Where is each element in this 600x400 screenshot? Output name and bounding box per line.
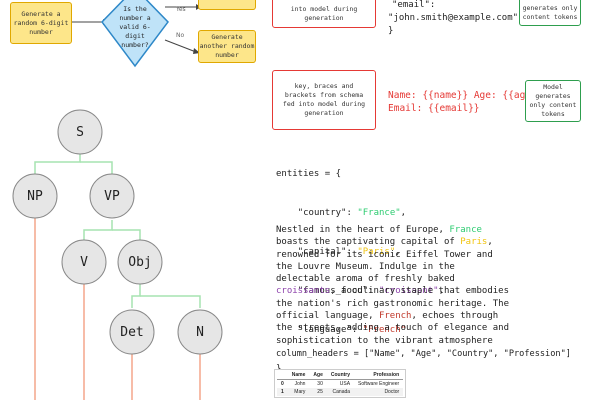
table-cell: 0 <box>281 381 284 387</box>
table-header: Country <box>326 371 355 380</box>
table-row: 0 John 30 USA Software Engineer <box>277 380 403 389</box>
tree-label-det: Det <box>120 325 143 340</box>
generated-paragraph: Nestled in the heart of Europe, France b… <box>276 224 512 347</box>
name-placeholder: {{name}} <box>422 90 469 101</box>
entity-key: "famous_food" <box>297 286 369 296</box>
tree-label-s: S <box>76 125 84 140</box>
json-line-1: "email": <box>392 0 436 10</box>
table-header-row: Name Age Country Profession <box>277 371 404 380</box>
entity-value: "France" <box>357 208 401 218</box>
template-green-box: Model generates only content tokens <box>525 80 581 122</box>
template-line-2: Email: {{email}} <box>388 102 480 115</box>
table-cell: 1 <box>277 388 288 396</box>
template-line-1: Name: {{name}} Age: {{age}} <box>388 89 542 102</box>
json-line-3: } <box>388 26 394 36</box>
flow-no-text: Generate another random number <box>199 33 255 59</box>
para-text-3: , renowned for its iconic Eiffel Tower a… <box>276 237 493 285</box>
entity-france: France <box>449 225 482 235</box>
entity-french: French <box>378 311 412 322</box>
entity-value: "French" <box>362 325 407 335</box>
template-green-text: Model generates only content tokens <box>529 83 577 118</box>
entity-key: "country" <box>297 208 347 218</box>
no-label: No <box>176 32 185 39</box>
tree-node-obj <box>117 239 163 285</box>
tree-node-vp <box>89 173 135 219</box>
name-label: Name: <box>388 90 423 101</box>
decision-diamond <box>101 0 169 68</box>
entity-value: "croissant" <box>378 286 439 296</box>
tree-node-n <box>177 309 223 355</box>
email-placeholder: {{email}} <box>428 103 480 114</box>
tree-label-np: NP <box>27 189 43 204</box>
email-label: Email: <box>388 103 429 114</box>
schema-green-box: generates only content tokens <box>519 0 581 26</box>
age-placeholder: {{age}} <box>502 90 543 101</box>
table-header: Profession <box>354 371 404 380</box>
entity-key: "language" <box>297 325 352 335</box>
tree-label-n: N <box>196 325 204 340</box>
schema-green-text: generates only content tokens <box>522 4 578 21</box>
tree-label-obj: Obj <box>128 255 151 270</box>
entity-croissants: croissants <box>276 286 331 297</box>
entity-row-country: "country": "France", <box>297 208 407 218</box>
schema-red-text: into model during generation <box>290 5 358 22</box>
tree-node-np <box>12 173 58 219</box>
column-headers-code: column_headers = ["Name", "Age", "Countr… <box>276 349 571 359</box>
para-text-4: , a culinary staple that embodies the na… <box>276 286 509 322</box>
schema-red-box: into model during generation <box>272 0 376 28</box>
para-text-5: , echoes through the streets, adding a t… <box>276 311 509 346</box>
tree-label-v: V <box>80 255 88 270</box>
tree-label-vp: VP <box>104 189 120 204</box>
table-cell: USA <box>339 381 351 387</box>
table-cell: 25 <box>309 388 327 396</box>
age-label: Age: <box>468 90 503 101</box>
table-header: Name <box>287 371 310 380</box>
table-cell: Doctor <box>354 388 404 396</box>
flowchart-connectors <box>72 0 201 68</box>
tree-node-v <box>61 239 107 285</box>
decision-text: Is the number a valid 6-digit number? <box>119 5 151 49</box>
entity-key: "capital" <box>297 247 347 257</box>
entities-open: entities = { <box>276 169 342 179</box>
entity-row-food: "famous_food": "croissant", <box>297 286 445 296</box>
flow-start-box: Generate a random 6-digit number <box>10 2 72 44</box>
table-cell: 30 <box>317 381 323 387</box>
para-text-2: boasts the captivating capital of <box>276 237 461 248</box>
tree-node-det <box>109 309 155 355</box>
table-cell: John <box>294 381 306 387</box>
tree-node-s <box>57 109 103 155</box>
parse-tree: S NP VP V Obj Det N <box>12 109 223 400</box>
table-cell: Mary <box>287 388 310 396</box>
flow-start-text: Generate a random 6-digit number <box>13 9 69 36</box>
entity-row-capital: "capital": "Paris", <box>297 247 401 257</box>
entities-code: entities = { "country": "France", "capit… <box>276 142 444 389</box>
flow-no-box: Generate another random number <box>198 30 256 63</box>
entity-row-language: "language": "French" <box>297 325 407 335</box>
table-header: Age <box>309 371 327 380</box>
flow-yes-box <box>198 0 256 10</box>
table-cell: Canada <box>326 388 355 396</box>
entity-paris: Paris <box>460 237 488 248</box>
table-cell: Software Engineer <box>358 381 400 387</box>
template-red-text: key, braces and brackets from schema fed… <box>282 82 366 117</box>
table-header <box>277 371 288 380</box>
yes-label: Yes <box>176 6 186 13</box>
table-row: 1 Mary 25 Canada Doctor <box>277 388 404 396</box>
template-red-box: key, braces and brackets from schema fed… <box>272 70 376 130</box>
entity-value: "Paris" <box>357 247 396 257</box>
dataframe-table: Name Age Country Profession 0 John 30 US… <box>274 369 407 398</box>
json-line-2: "john.smith@example.com" <box>388 13 519 23</box>
para-text-1: Nestled in the heart of Europe, <box>276 225 450 235</box>
